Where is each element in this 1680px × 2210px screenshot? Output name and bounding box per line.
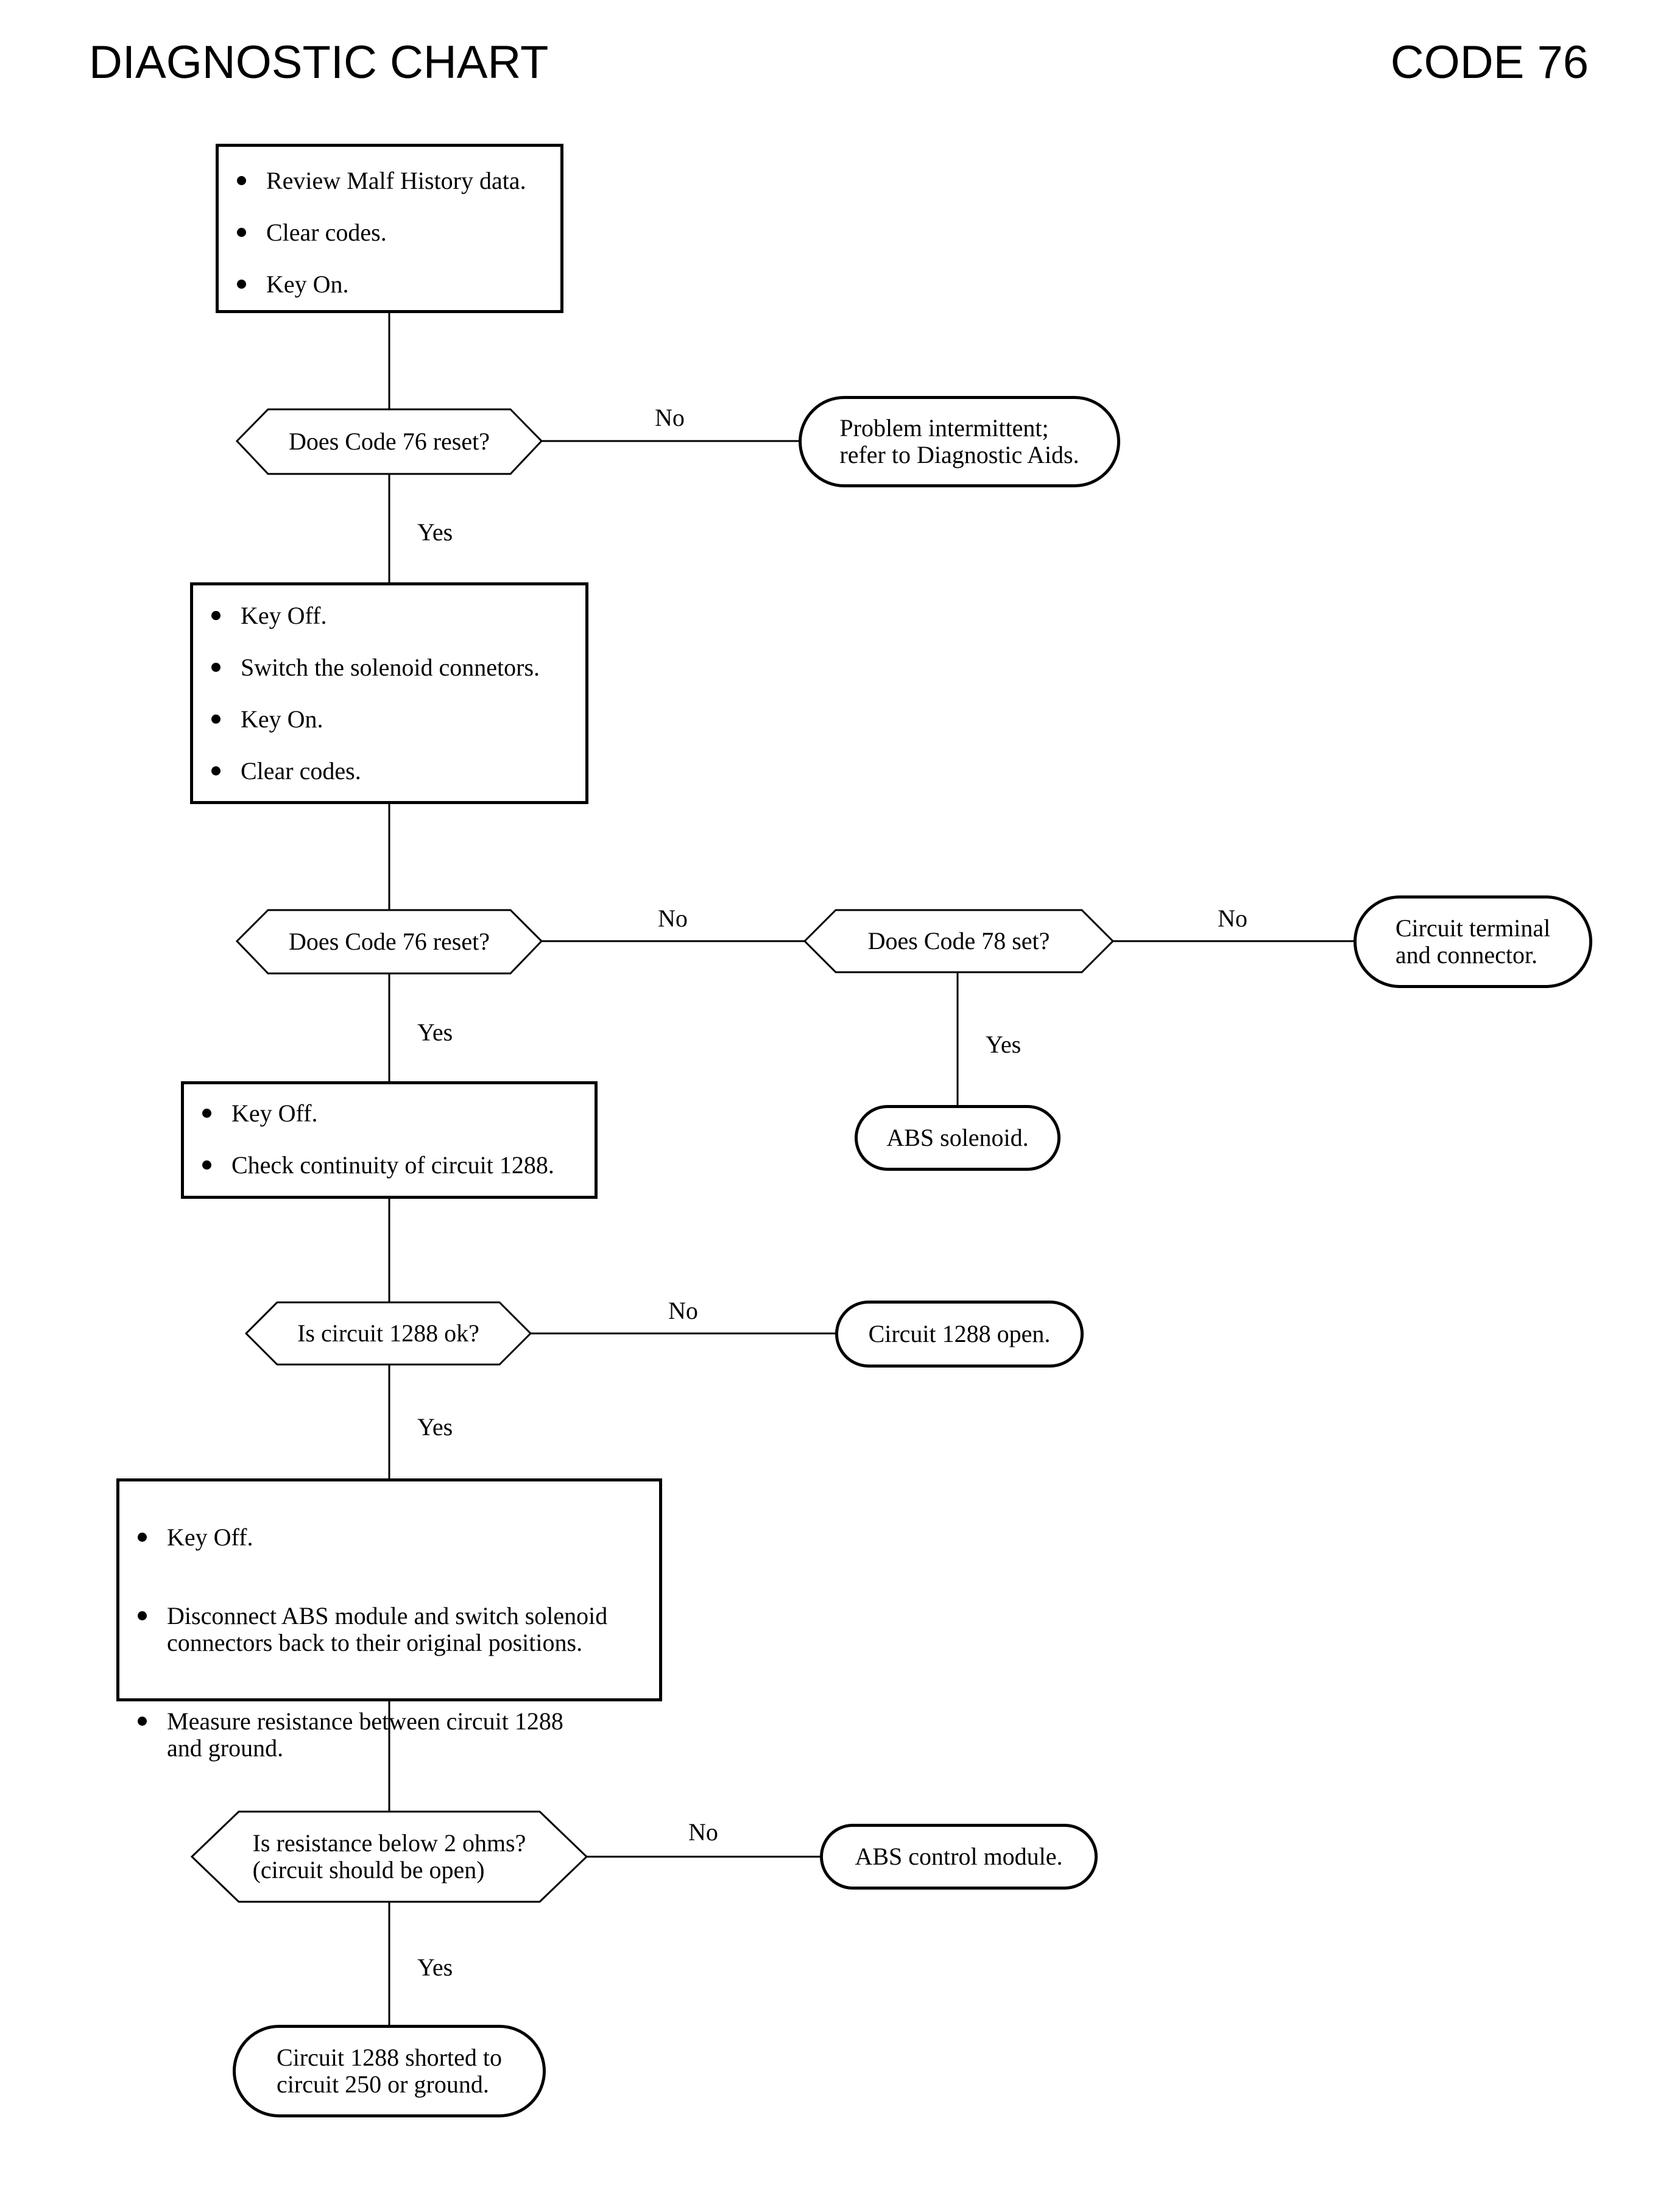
label-yes-d2: Yes <box>417 1019 453 1046</box>
decision-d3: Does Code 78 set? <box>805 910 1113 972</box>
terminal-t1: Problem intermittent; refer to Diagnosti… <box>799 396 1120 487</box>
terminal-t2-text: Circuit terminal and connector. <box>1395 914 1551 969</box>
step4-item: Disconnect ABS module and switch solenoi… <box>130 1603 648 1656</box>
label-yes-d1: Yes <box>417 518 453 546</box>
chart-code: CODE 76 <box>1390 37 1589 88</box>
step3-item: Check continuity of circuit 1288. <box>195 1152 584 1179</box>
label-yes-d5: Yes <box>417 1954 453 1981</box>
decision-d1-text: Does Code 76 reset? <box>289 428 490 455</box>
decision-d5: Is resistance below 2 ohms? (circuit sho… <box>192 1812 587 1902</box>
label-yes-d3: Yes <box>986 1031 1022 1058</box>
step2-item: Switch the solenoid connetors. <box>204 654 574 681</box>
step4-item: Measure resistance between circuit 1288 … <box>130 1708 648 1762</box>
decision-d1: Does Code 76 reset? <box>237 409 542 474</box>
terminal-t5-text: ABS control module. <box>855 1843 1063 1870</box>
decision-d4-text: Is circuit 1288 ok? <box>297 1319 479 1347</box>
terminal-t5: ABS control module. <box>820 1824 1098 1890</box>
step2-item: Key On. <box>204 706 574 733</box>
terminal-t3: ABS solenoid. <box>855 1105 1061 1171</box>
decision-d5-shape <box>190 1810 588 1903</box>
terminal-t4: Circuit 1288 open. <box>835 1301 1084 1368</box>
step1-item: Review Malf History data. <box>230 168 549 194</box>
terminal-t6: Circuit 1288 shorted to circuit 250 or g… <box>233 2025 546 2117</box>
decision-d3-shape <box>803 909 1115 973</box>
step-box-3: Key Off. Check continuity of circuit 128… <box>181 1081 598 1199</box>
chart-title: DIAGNOSTIC CHART <box>89 37 549 88</box>
terminal-t2: Circuit terminal and connector. <box>1354 895 1592 988</box>
step3-item: Key Off. <box>195 1100 584 1127</box>
step2-item: Key Off. <box>204 602 574 629</box>
decision-d1-shape <box>235 408 543 475</box>
step-box-4: Key Off. Disconnect ABS module and switc… <box>116 1478 662 1762</box>
decision-d2-shape <box>235 909 543 975</box>
terminal-t3-text: ABS solenoid. <box>886 1124 1029 1151</box>
terminal-t4-text: Circuit 1288 open. <box>868 1320 1051 1347</box>
terminal-t1-text: Problem intermittent; refer to Diagnosti… <box>839 414 1079 468</box>
step2-item: Clear codes. <box>204 758 574 785</box>
step-box-2: Key Off. Switch the solenoid connetors. … <box>190 582 588 804</box>
label-no-d1: No <box>655 404 685 431</box>
label-no-d5: No <box>688 1818 718 1846</box>
step-box-1: Review Malf History data. Clear codes. K… <box>216 144 563 313</box>
step1-item: Key On. <box>230 271 549 298</box>
terminal-t6-text: Circuit 1288 shorted to circuit 250 or g… <box>277 2044 502 2098</box>
label-no-d2: No <box>658 905 688 932</box>
decision-d3-text: Does Code 78 set? <box>867 927 1050 955</box>
decision-d4-shape <box>244 1301 532 1366</box>
label-yes-d4: Yes <box>417 1413 453 1441</box>
step1-item: Clear codes. <box>230 219 549 246</box>
label-no-d4: No <box>668 1297 698 1324</box>
step4-item: Key Off. <box>130 1524 648 1551</box>
decision-d4: Is circuit 1288 ok? <box>246 1302 531 1364</box>
label-no-d3: No <box>1218 905 1248 932</box>
decision-d2-text: Does Code 76 reset? <box>289 928 490 955</box>
decision-d2: Does Code 76 reset? <box>237 910 542 973</box>
decision-d5-text: Is resistance below 2 ohms? (circuit sho… <box>252 1829 526 1883</box>
